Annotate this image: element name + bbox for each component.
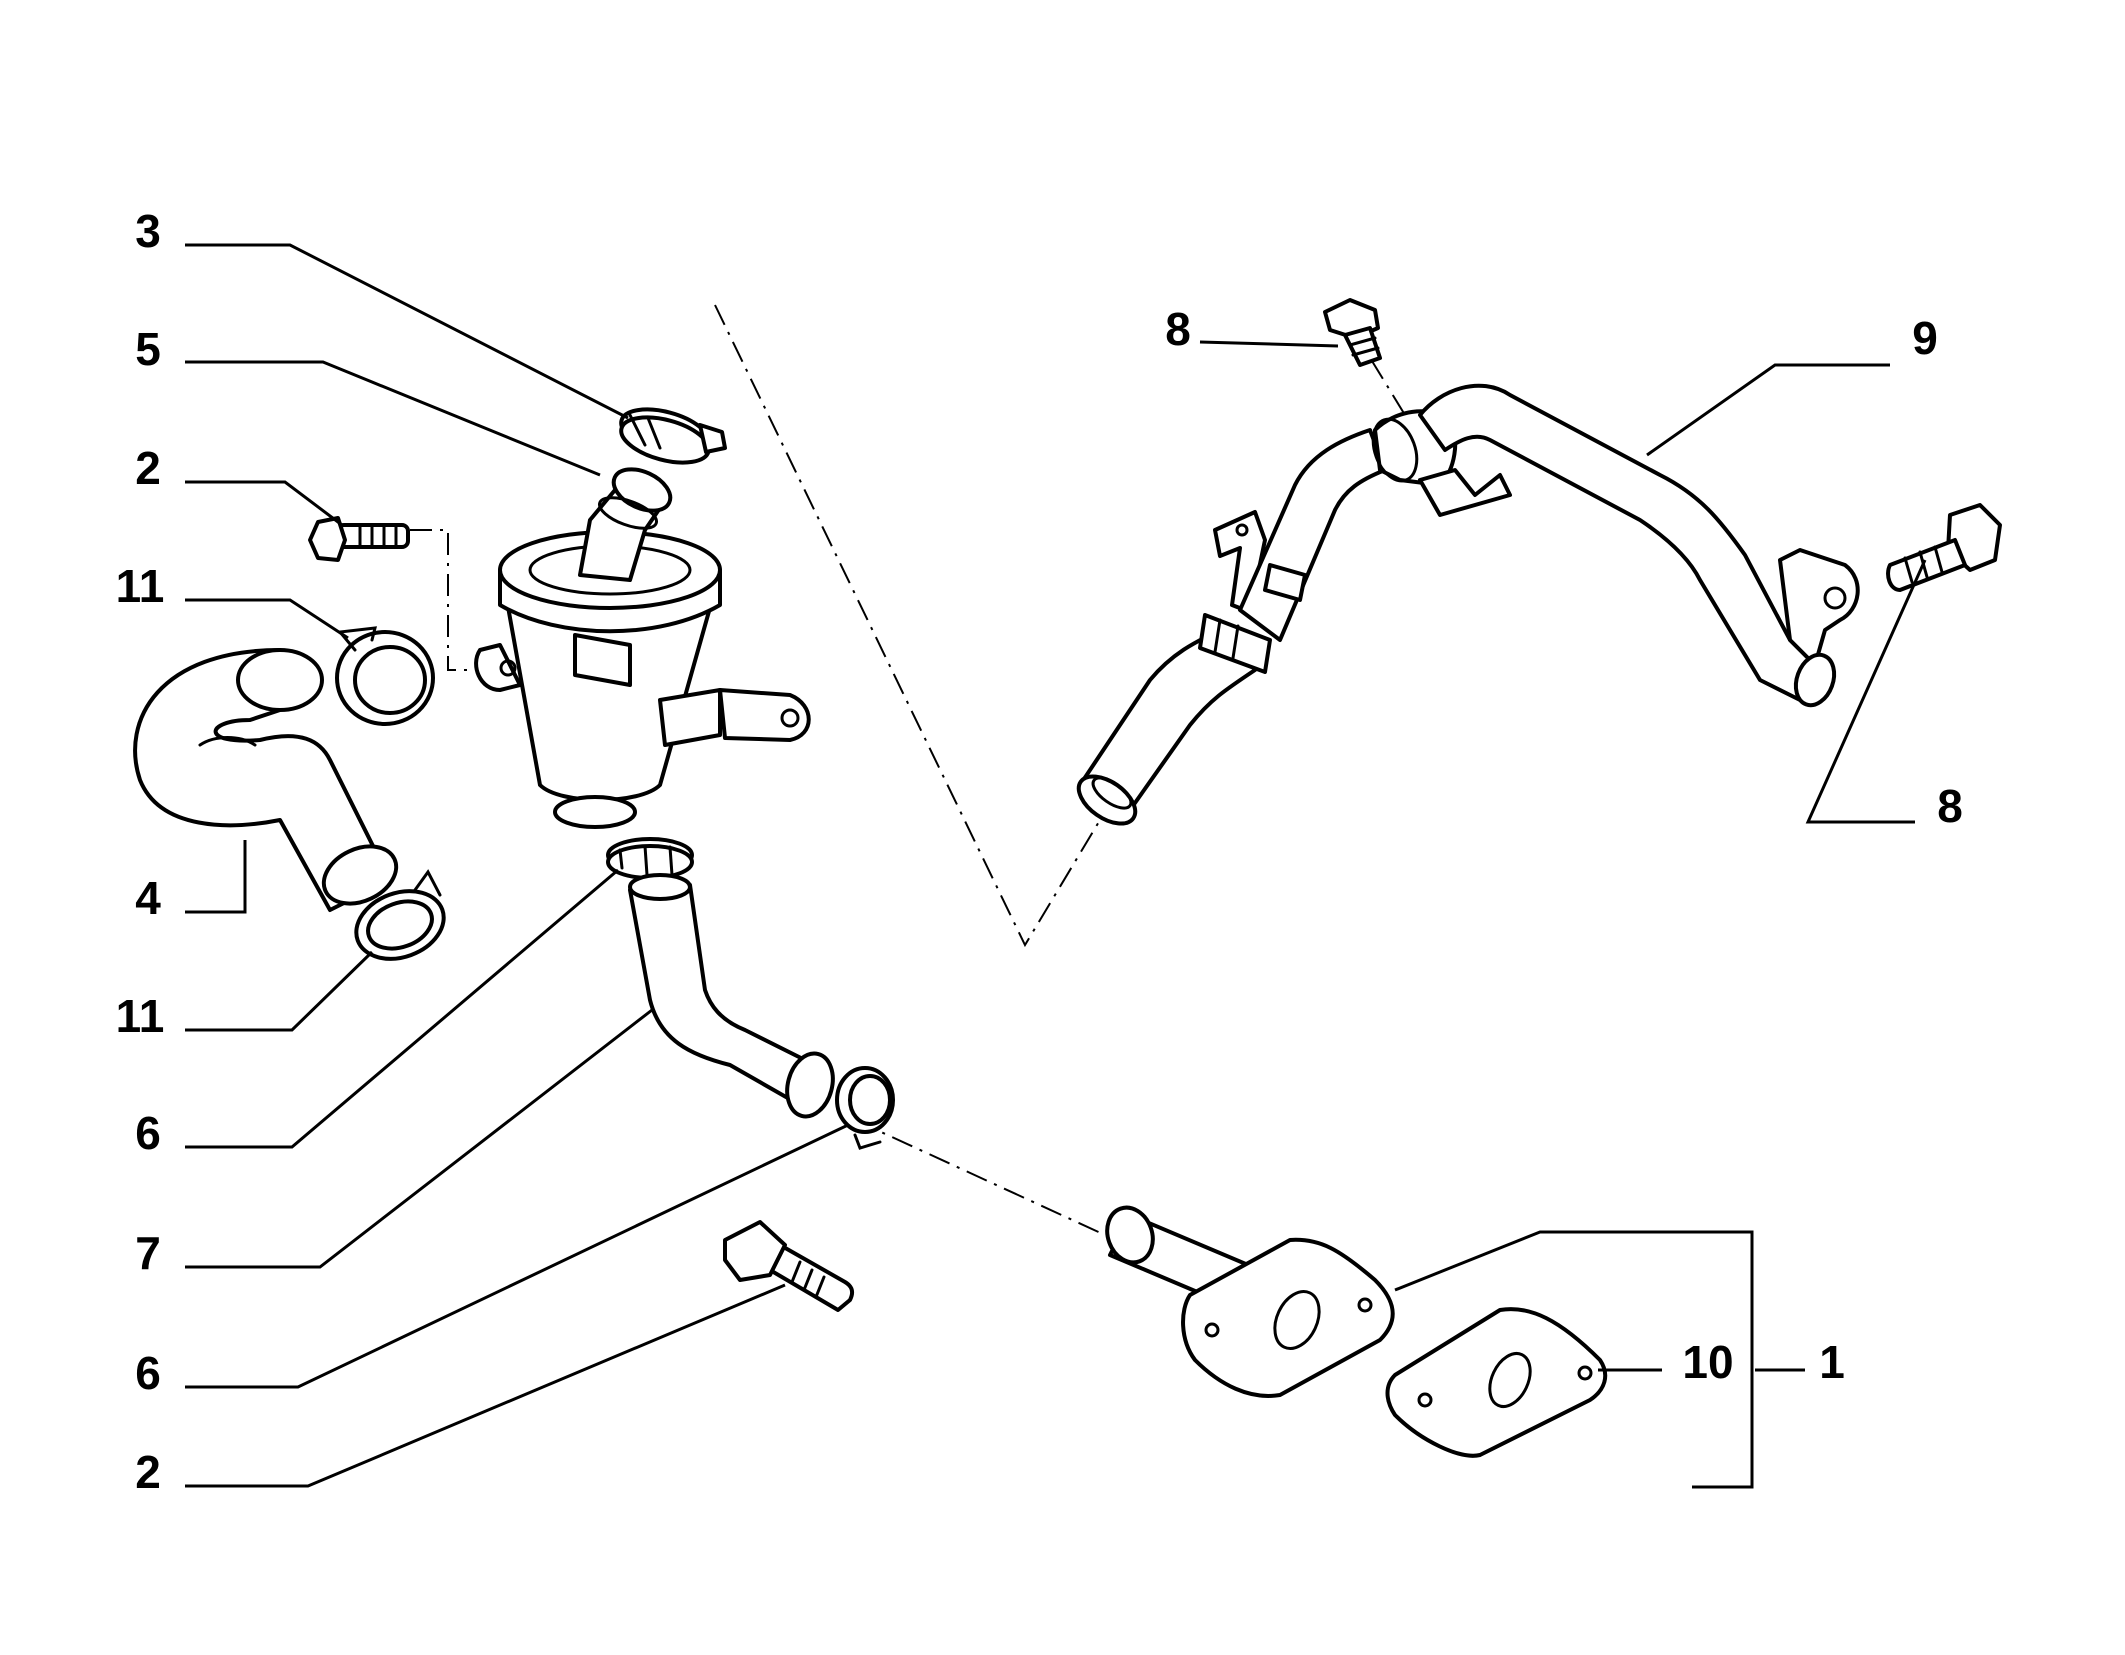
callout-9: 9 [1912, 312, 1938, 364]
callout-10: 10 [1682, 1336, 1733, 1388]
bent-hose-4 [133, 648, 399, 912]
callout-8-lower: 8 [1937, 780, 1963, 832]
callout-2-lower: 2 [135, 1446, 161, 1498]
callout-6-lower: 6 [135, 1347, 161, 1399]
callout-8-upper: 8 [1165, 303, 1191, 355]
flange-pipe-1 [1105, 1205, 1395, 1398]
callout-7: 7 [135, 1227, 161, 1279]
callout-3: 3 [135, 205, 161, 257]
oil-separator-5 [474, 467, 811, 829]
pipe-assembly-9 [1076, 383, 1860, 826]
callout-11-lower: 11 [116, 990, 165, 1042]
hose-clamp-6-upper [606, 837, 694, 880]
hose-clamp-11-upper [335, 626, 435, 726]
bolt-8-lower [1886, 503, 2002, 592]
callout-6-upper: 6 [135, 1107, 161, 1159]
callout-2-upper: 2 [135, 442, 161, 494]
hose-clamp-6-lower [835, 1066, 895, 1150]
callout-1: 1 [1819, 1336, 1845, 1388]
gasket-10 [1385, 1307, 1608, 1458]
bolt-2-lower [723, 1220, 855, 1312]
bolt-8-upper [1323, 298, 1382, 367]
leader-lines [185, 243, 1927, 1489]
hose-clamp-11-lower [354, 869, 446, 961]
callout-4: 4 [135, 872, 161, 924]
callouts: 3 5 2 11 4 11 6 7 6 2 8 9 8 10 1 [116, 205, 1963, 1498]
callout-11-upper: 11 [116, 560, 165, 612]
bent-hose-7 [628, 873, 835, 1119]
hose-clamp-3 [619, 407, 727, 465]
callout-5: 5 [135, 323, 161, 375]
bolt-2-upper [308, 516, 410, 562]
